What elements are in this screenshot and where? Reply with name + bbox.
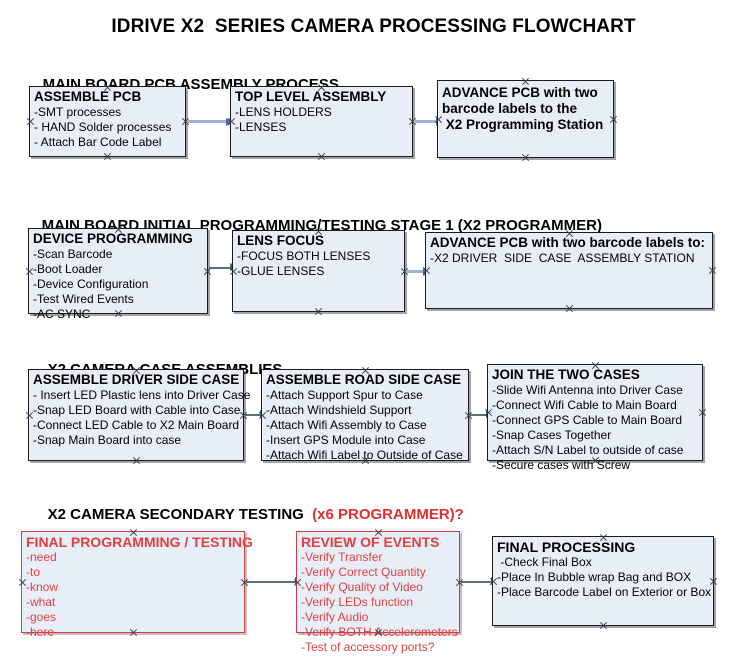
node-item: -X2 DRIVER SIDE CASE ASSEMBLY STATION bbox=[430, 251, 695, 265]
node-header: LENS FOCUS bbox=[237, 233, 325, 248]
node-item: -Scan Barcode bbox=[33, 247, 113, 261]
node-header: ASSEMBLE PCB bbox=[34, 89, 142, 104]
node-assemble-road-side-case[interactable]: ASSEMBLE ROAD SIDE CASE -Attach Support … bbox=[261, 369, 469, 462]
node-item: -know bbox=[26, 580, 59, 594]
node-header: REVIEW OF EVENTS bbox=[301, 534, 440, 550]
node-header: DEVICE PROGRAMMING bbox=[33, 231, 193, 246]
node-item: -Snap LED Board with Cable into Case bbox=[33, 403, 241, 417]
node-item: -goes bbox=[26, 610, 57, 624]
node-item: -Verify Correct Quantity bbox=[301, 565, 426, 579]
node-item: -Verify BOTH Accelerometers bbox=[301, 625, 458, 639]
node-item: -Slide Wifi Antenna into Driver Case bbox=[492, 383, 683, 397]
node-item: -Attach Wifi Assembly to Case bbox=[266, 418, 427, 432]
node-item: -Test Wired Events bbox=[33, 292, 134, 306]
arrow-assemble-pcb-to-top-level-assembly bbox=[187, 117, 234, 126]
node-header: JOIN THE TWO CASES bbox=[492, 367, 640, 382]
node-item: -SMT processes bbox=[34, 105, 122, 119]
node-advance-pcb-to-driver-side-case-assembly[interactable]: ADVANCE PCB with two barcode labels to: … bbox=[425, 232, 713, 309]
node-item: - HAND Solder processes bbox=[34, 120, 172, 134]
section-header-label: X2 CAMERA SECONDARY TESTING bbox=[47, 506, 308, 523]
node-final-processing[interactable]: FINAL PROCESSING -Check Final Box -Place… bbox=[492, 536, 714, 626]
arrow-review-of-events-to-final-processing bbox=[461, 577, 499, 586]
node-item: -Connect Wifi Cable to Main Board bbox=[492, 398, 677, 412]
node-item: -Attach S/N Label to outside of case bbox=[492, 443, 684, 457]
node-item: -Test of accessory ports? bbox=[301, 640, 435, 654]
node-join-the-two-cases[interactable]: JOIN THE TWO CASES -Slide Wifi Antenna i… bbox=[487, 364, 703, 472]
node-header: TOP LEVEL ASSEMBLY bbox=[235, 89, 387, 104]
node-item: -Verify Audio bbox=[301, 610, 369, 624]
arrow-driver-side-to-road-side bbox=[245, 410, 268, 419]
node-item: -Insert GPS Module into Case bbox=[266, 433, 426, 447]
node-item: -AC SYNC bbox=[33, 307, 91, 321]
node-item: -need bbox=[26, 550, 57, 564]
node-final-programming-testing[interactable]: FINAL PROGRAMMING / TESTING -need -to -k… bbox=[21, 531, 253, 639]
node-review-of-events[interactable]: REVIEW OF EVENTS -Verify Transfer -Verif… bbox=[296, 531, 460, 654]
node-item: -what bbox=[26, 595, 56, 609]
node-item: -Secure cases with Screw bbox=[492, 458, 631, 472]
page-title: IDRIVE X2 SERIES CAMERA PROCESSING FLOWC… bbox=[111, 16, 636, 37]
connector-handle-bottom[interactable] bbox=[317, 152, 326, 161]
node-item: -Connect LED Cable to X2 Main Board bbox=[33, 418, 240, 432]
arrow-lens-focus-to-advance-pcb-driver-side bbox=[406, 267, 431, 276]
node-header: ADVANCE PCB with two barcode labels to t… bbox=[442, 85, 604, 132]
node-item: -Attach Windshield Support bbox=[266, 403, 412, 417]
connector-handle-bottom[interactable] bbox=[314, 307, 323, 316]
node-item: -Attach Wifi Label to Outside of Case bbox=[266, 448, 463, 462]
section-header-x2-camera-secondary-testing: X2 CAMERA SECONDARY TESTING (x6 PROGRAMM… bbox=[31, 489, 464, 540]
node-header: ASSEMBLE ROAD SIDE CASE bbox=[266, 372, 462, 387]
node-item: -Snap Main Board into case bbox=[33, 433, 182, 447]
node-assemble-driver-side-case[interactable]: ASSEMBLE DRIVER SIDE CASE - Insert LED P… bbox=[28, 369, 251, 461]
node-device-programming[interactable]: DEVICE PROGRAMMING -Scan Barcode -Boot L… bbox=[28, 228, 208, 321]
node-item: -Boot Loader bbox=[33, 262, 103, 276]
arrow-road-side-to-join-the-two-cases bbox=[470, 410, 494, 419]
section-header-red-label: (x6 PROGRAMMER)? bbox=[307, 506, 464, 523]
node-item: -GLUE LENSES bbox=[237, 264, 325, 278]
node-item: -Place In Bubble wrap Bag and BOX bbox=[497, 570, 692, 584]
arrow-final-programming-to-review-of-events bbox=[246, 577, 303, 586]
node-header: ADVANCE PCB with two barcode labels to: bbox=[430, 235, 706, 250]
node-item: -Verify Quality of Video bbox=[301, 580, 423, 594]
node-item: -Check Final Box bbox=[497, 555, 592, 569]
node-item: -Verify LEDs function bbox=[301, 595, 414, 609]
connector-handle-bottom[interactable] bbox=[132, 456, 141, 465]
node-item: -Snap Cases Together bbox=[492, 428, 612, 442]
node-item: -FOCUS BOTH LENSES bbox=[237, 249, 371, 263]
node-lens-focus[interactable]: LENS FOCUS -FOCUS BOTH LENSES -GLUE LENS… bbox=[232, 230, 405, 312]
node-item: -to bbox=[26, 565, 41, 579]
connector-handle-right[interactable] bbox=[708, 266, 717, 275]
node-item: -LENS HOLDERS bbox=[235, 105, 332, 119]
node-item: - Attach Bar Code Label bbox=[34, 135, 162, 149]
node-header: FINAL PROGRAMMING / TESTING bbox=[26, 534, 253, 550]
node-item: -Verify Transfer bbox=[301, 550, 383, 564]
node-header: FINAL PROCESSING bbox=[497, 539, 636, 555]
node-assemble-pcb[interactable]: ASSEMBLE PCB -SMT processes - HAND Solde… bbox=[29, 86, 186, 157]
node-item: -LENSES bbox=[235, 120, 287, 134]
arrow-device-programming-to-lens-focus bbox=[209, 263, 238, 272]
connector-handle-bottom[interactable] bbox=[521, 153, 530, 162]
node-item: - Insert LED Plastic lens into Driver Ca… bbox=[33, 388, 251, 402]
node-header: ASSEMBLE DRIVER SIDE CASE bbox=[33, 372, 240, 387]
node-item: -Device Configuration bbox=[33, 277, 149, 291]
node-top-level-assembly[interactable]: TOP LEVEL ASSEMBLY -LENS HOLDERS -LENSES bbox=[230, 86, 413, 157]
connector-handle-bottom[interactable] bbox=[103, 152, 112, 161]
node-item: -here bbox=[26, 625, 55, 639]
connector-handle-bottom[interactable] bbox=[565, 304, 574, 313]
node-advance-pcb-to-x2-programming-station[interactable]: ADVANCE PCB with two barcode labels to t… bbox=[437, 80, 614, 158]
node-item: -Connect GPS Cable to Main Board bbox=[492, 413, 683, 427]
arrow-top-level-assembly-to-advance-pcb bbox=[414, 117, 444, 126]
node-item: -Attach Support Spur to Case bbox=[266, 388, 423, 402]
node-item: -Place Barcode Label on Exterior or Box bbox=[497, 585, 712, 599]
connector-handle-bottom[interactable] bbox=[599, 621, 608, 630]
